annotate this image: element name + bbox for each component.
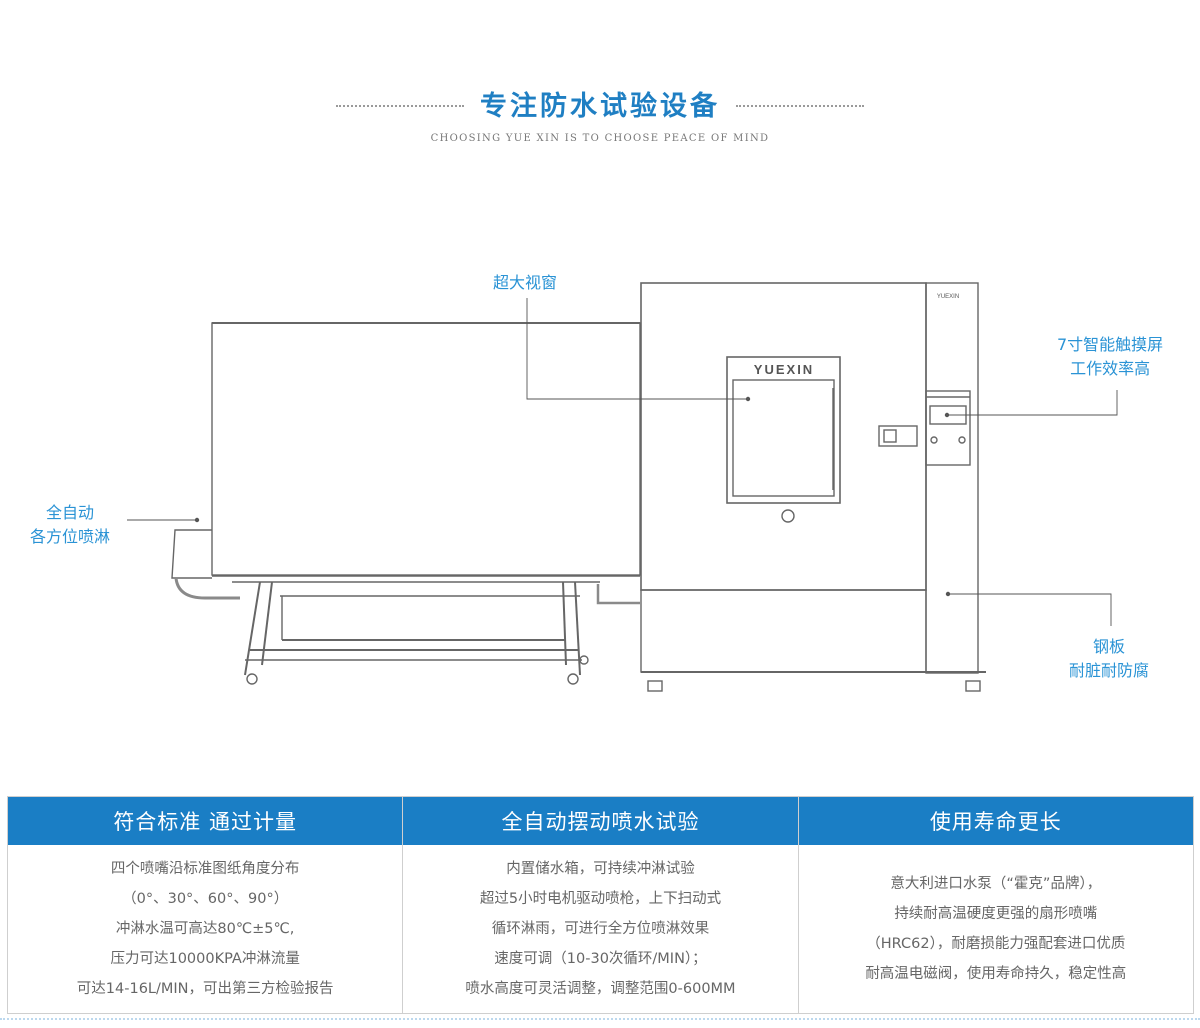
test-chamber bbox=[640, 282, 986, 692]
bottom-divider bbox=[0, 1018, 1200, 1028]
feature-standards: 符合标准 通过计量 四个喷嘴沿标准图纸角度分布 （0°、30°、60°、90°）… bbox=[8, 797, 404, 1013]
callout-viewing-window: 超大视窗 bbox=[493, 271, 557, 295]
callout-steel-plate: 钢板 耐脏耐防腐 bbox=[1069, 635, 1149, 683]
title-divider-left bbox=[336, 104, 464, 107]
feature-line: 意大利进口水泵（“霍克”品牌）， bbox=[890, 876, 1102, 892]
feature-body: 四个喷嘴沿标准图纸角度分布 （0°、30°、60°、90°） 冲淋水温可高达80… bbox=[8, 845, 402, 1013]
leader-steel bbox=[948, 593, 1112, 626]
callout-auto-spray-line1: 全自动 bbox=[46, 503, 95, 522]
feature-line: 喷水高度可灵活调整，调整范围0-600MM bbox=[465, 981, 736, 997]
page-header: 专注防水试验设备 CHOOSING YUE XIN IS TO CHOOSE P… bbox=[0, 84, 1200, 144]
spray-enclosure bbox=[211, 322, 641, 576]
feature-line: 速度可调（10-30次循环/MIN）； bbox=[494, 951, 707, 967]
viewing-window bbox=[726, 356, 841, 504]
feature-line: 内置储水箱，可持续冲淋试验 bbox=[506, 861, 695, 877]
control-panel bbox=[925, 390, 971, 466]
feature-body: 内置储水箱，可持续冲淋试验 超过5小时电机驱动喷枪，上下扫动式 循环淋雨，可进行… bbox=[403, 845, 797, 1013]
title-divider-right bbox=[736, 104, 864, 107]
feature-auto-spray: 全自动摆动喷水试验 内置储水箱，可持续冲淋试验 超过5小时电机驱动喷枪，上下扫动… bbox=[403, 797, 799, 1013]
callout-touchscreen-line1: 7寸智能触摸屏 bbox=[1057, 335, 1164, 354]
callout-auto-spray-line2: 各方位喷淋 bbox=[30, 527, 111, 546]
callout-leaders bbox=[127, 298, 1118, 626]
feature-line: 四个喷嘴沿标准图纸角度分布 bbox=[110, 861, 300, 877]
feature-body: 意大利进口水泵（“霍克”品牌）， 持续耐高温硬度更强的扇形喷嘴 （HRC62），… bbox=[799, 845, 1193, 1013]
feature-line: 压力可达10000KPA冲淋流量 bbox=[110, 951, 300, 967]
feature-lifespan: 使用寿命更长 意大利进口水泵（“霍克”品牌）， 持续耐高温硬度更强的扇形喷嘴 （… bbox=[798, 797, 1193, 1013]
feature-heading: 全自动摆动喷水试验 bbox=[403, 797, 798, 845]
feature-line: 超过5小时电机驱动喷枪，上下扫动式 bbox=[479, 891, 722, 907]
machine-lineart bbox=[171, 282, 986, 692]
callout-touchscreen: 7寸智能触摸屏 工作效率高 bbox=[1057, 333, 1163, 381]
spray-nozzle-housing bbox=[171, 529, 212, 579]
feature-heading: 使用寿命更长 bbox=[798, 797, 1193, 845]
sample-cart bbox=[244, 581, 589, 685]
callout-steel-plate-line1: 钢板 bbox=[1093, 637, 1126, 656]
callout-viewing-window-text: 超大视窗 bbox=[493, 273, 558, 292]
panel-brand-label: YUEXIN bbox=[937, 294, 959, 300]
feature-panels: 符合标准 通过计量 四个喷嘴沿标准图纸角度分布 （0°、30°、60°、90°）… bbox=[7, 796, 1194, 1014]
page-subtitle: CHOOSING YUE XIN IS TO CHOOSE PEACE OF M… bbox=[430, 133, 770, 144]
touchscreen bbox=[929, 405, 967, 425]
feature-line: 可达14-16L/MIN，可出第三方检验报告 bbox=[76, 981, 334, 997]
feature-line: （0°、30°、60°、90°） bbox=[122, 891, 289, 907]
feature-line: （HRC62），耐磨损能力强配套进口优质 bbox=[866, 936, 1126, 952]
feature-line: 循环淋雨，可进行全方位喷淋效果 bbox=[491, 921, 710, 937]
title-row: 专注防水试验设备 bbox=[0, 84, 1200, 123]
leader-touchscreen bbox=[947, 390, 1118, 416]
callout-touchscreen-line2: 工作效率高 bbox=[1070, 359, 1151, 378]
feature-line: 持续耐高温硬度更强的扇形喷嘴 bbox=[894, 906, 1098, 922]
feature-line: 耐高温电磁阀，使用寿命持久，稳定性高 bbox=[865, 966, 1127, 982]
callout-steel-plate-line2: 耐脏耐防腐 bbox=[1069, 661, 1150, 680]
feature-heading: 符合标准 通过计量 bbox=[8, 797, 403, 845]
feature-line: 冲淋水温可高达80℃±5℃, bbox=[115, 921, 295, 937]
page-title: 专注防水试验设备 bbox=[480, 91, 720, 122]
callout-auto-spray: 全自动 各方位喷淋 bbox=[30, 501, 110, 549]
window-brand-label: YUEXIN bbox=[754, 362, 814, 377]
leader-window bbox=[526, 298, 748, 400]
water-pipe bbox=[174, 577, 240, 600]
